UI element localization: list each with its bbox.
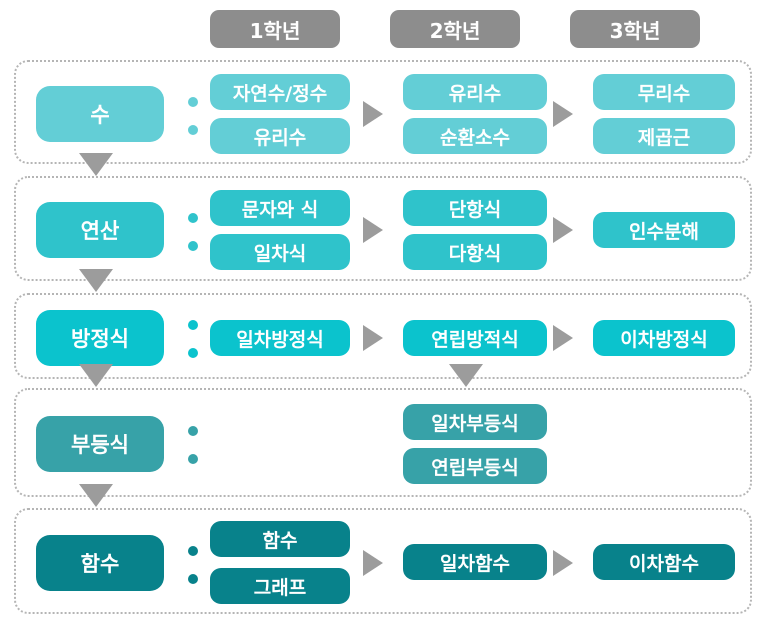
topic-pill: 이차함수 <box>593 544 735 580</box>
bullet-icon <box>188 320 198 330</box>
bullet-icon <box>188 213 198 223</box>
row-inequalities: 부등식 일차부등식 연립부등식 <box>14 388 752 497</box>
bullet-icon <box>188 574 198 584</box>
row-numbers: 수 자연수/정수 유리수 유리수 순환소수 무리수 제곱근 <box>14 60 752 164</box>
topic-pill: 함수 <box>210 521 350 557</box>
topic-pill: 연립방적식 <box>403 320 547 356</box>
chevron-right-icon <box>553 217 573 243</box>
header-grade-3: 3학년 <box>570 10 700 48</box>
row-equations: 방정식 일차방정식 연립방적식 이차방정식 <box>14 293 752 379</box>
bullet-icon <box>188 348 198 358</box>
topic-pill: 다항식 <box>403 234 547 270</box>
chevron-right-icon <box>553 550 573 576</box>
chevron-right-icon <box>363 550 383 576</box>
topic-pill: 유리수 <box>403 74 547 110</box>
row-functions: 함수 함수 그래프 일차함수 이차함수 <box>14 508 752 614</box>
bullet-icon <box>188 241 198 251</box>
chevron-right-icon <box>363 101 383 127</box>
topic-pill: 자연수/정수 <box>210 74 350 110</box>
header-grade-2: 2학년 <box>390 10 520 48</box>
topic-pill: 이차방정식 <box>593 320 735 356</box>
topic-pill: 그래프 <box>210 568 350 604</box>
category-pill-inequalities: 부등식 <box>36 416 164 472</box>
topic-pill: 일차방정식 <box>210 320 350 356</box>
topic-pill: 일차함수 <box>403 544 547 580</box>
chevron-right-icon <box>363 217 383 243</box>
topic-pill: 연립부등식 <box>403 448 547 484</box>
chevron-right-icon <box>553 325 573 351</box>
arrow-down-icon <box>79 364 113 387</box>
topic-pill: 유리수 <box>210 118 350 154</box>
category-pill-operations: 연산 <box>36 202 164 258</box>
bullet-icon <box>188 426 198 436</box>
bullet-icon <box>188 125 198 135</box>
topic-pill: 단항식 <box>403 190 547 226</box>
topic-pill: 무리수 <box>593 74 735 110</box>
bullet-icon <box>188 546 198 556</box>
topic-pill: 문자와 식 <box>210 190 350 226</box>
topic-pill: 제곱근 <box>593 118 735 154</box>
bullet-icon <box>188 454 198 464</box>
category-pill-numbers: 수 <box>36 86 164 142</box>
topic-pill: 일차부등식 <box>403 404 547 440</box>
header-grade-1: 1학년 <box>210 10 340 48</box>
topic-pill: 순환소수 <box>403 118 547 154</box>
chevron-right-icon <box>363 325 383 351</box>
arrow-down-icon <box>449 364 483 387</box>
category-pill-equations: 방정식 <box>36 310 164 366</box>
category-pill-functions: 함수 <box>36 535 164 591</box>
arrow-down-icon <box>79 153 113 176</box>
arrow-down-icon <box>79 484 113 507</box>
row-operations: 연산 문자와 식 일차식 단항식 다항식 인수분해 <box>14 176 752 281</box>
topic-pill: 일차식 <box>210 234 350 270</box>
bullet-icon <box>188 97 198 107</box>
chevron-right-icon <box>553 101 573 127</box>
topic-pill: 인수분해 <box>593 212 735 248</box>
arrow-down-icon <box>79 269 113 292</box>
